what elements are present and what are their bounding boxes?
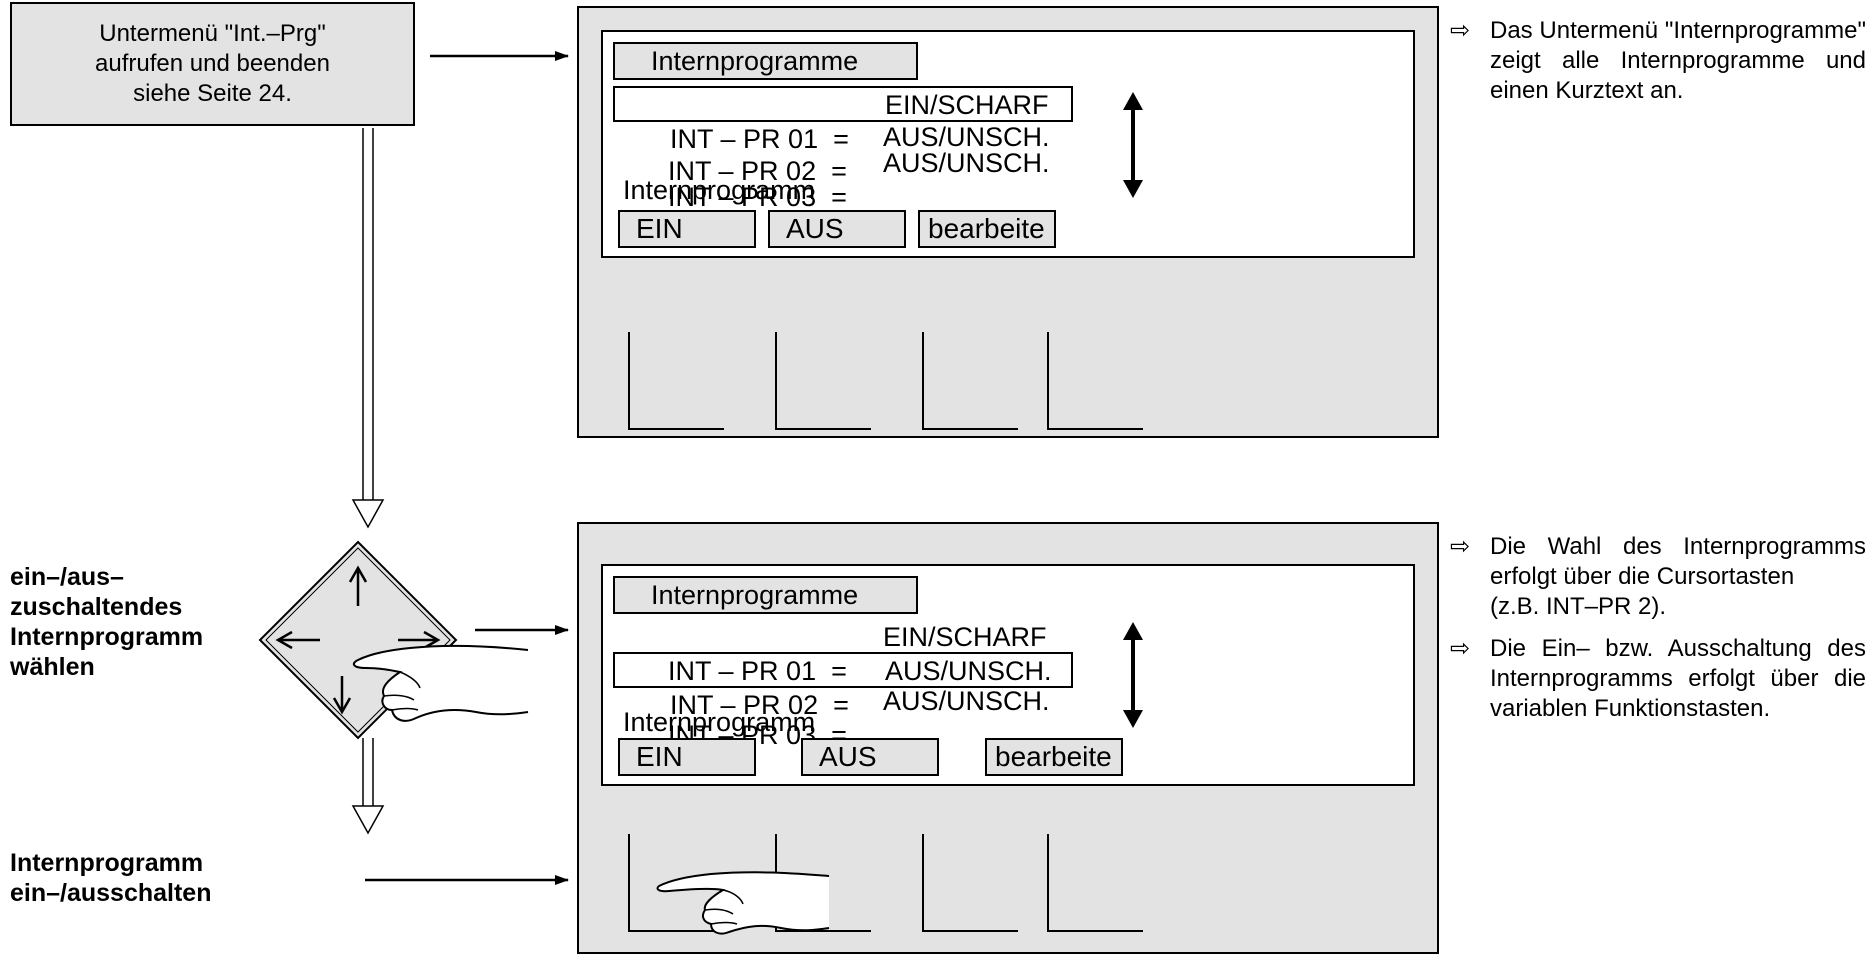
step-line-1: Untermenü "Int.–Prg"	[99, 20, 326, 47]
note-text: Die Wahl des Internprogramms erfolgt übe…	[1490, 533, 1866, 590]
pointing-hand-icon	[656, 871, 830, 935]
step-line-2: aufrufen und beenden	[95, 50, 330, 77]
scroll-up-down-icon	[1123, 92, 1143, 198]
control-panel-2: Internprogramme INT – PR 01 = EIN/SCHARF…	[577, 522, 1439, 954]
program-row-label: INT – PR 01 =	[668, 656, 847, 686]
program-row-value: AUS/UNSCH.	[883, 686, 1050, 716]
toggle-step-label: Internprogramm ein–/ausschalten	[10, 848, 211, 908]
program-row-value: EIN/SCHARF	[885, 90, 1049, 120]
function-key-3[interactable]	[922, 834, 1018, 932]
function-key-1[interactable]	[628, 332, 724, 430]
note-arrow-icon: ⇨	[1450, 533, 1471, 560]
function-key-2[interactable]	[775, 332, 871, 430]
function-key-4[interactable]	[1047, 332, 1143, 430]
program-row-value: AUS/UNSCH.	[883, 148, 1050, 178]
flow-down-arrow-2	[351, 738, 385, 835]
toggle-label-line-1: Internprogramm	[10, 849, 204, 877]
program-row-3[interactable]: INT – PR 03 = AUS/UNSCH.	[613, 146, 1073, 212]
program-row-2[interactable]: INT – PR 02 = AUS/UNSCH.	[613, 120, 1073, 186]
program-row-value: AUS/UNSCH.	[885, 656, 1052, 686]
pressing-hand-icon	[352, 644, 529, 722]
step-instruction-box: Untermenü "Int.–Prg" aufrufen und beende…	[10, 2, 415, 126]
program-row-label: INT – PR 02 =	[668, 156, 847, 186]
function-key-3[interactable]	[922, 332, 1018, 430]
softkey-ein[interactable]: EIN	[618, 210, 756, 248]
program-row-label: INT – PR 03 =	[668, 182, 847, 212]
display-screen-2: Internprogramme INT – PR 01 = EIN/SCHARF…	[601, 564, 1415, 786]
toggle-label-line-2: ein–/ausschalten	[10, 879, 212, 907]
program-row-label: INT – PR 02 =	[670, 690, 849, 720]
display-screen-1: Internprogramme INT – PR 01 = EIN/SCHARF…	[601, 30, 1415, 258]
arrow-right-icon	[398, 630, 441, 650]
control-panel-1: Internprogramme INT – PR 01 = EIN/SCHARF…	[577, 6, 1439, 438]
screen-footer-text: Internprogramm	[623, 707, 816, 737]
note-arrow-icon: ⇨	[1450, 635, 1471, 662]
note-selection: ⇨ Die Wahl des Internprogramms erfolgt üb…	[1450, 532, 1866, 724]
note-arrow-icon: ⇨	[1450, 17, 1471, 44]
note-submenu: ⇨ Das Untermenü "Internprogramme" zeigt a…	[1450, 16, 1866, 106]
softkey-bearbeite[interactable]: bearbeite	[918, 210, 1056, 248]
program-row-value: EIN/SCHARF	[883, 622, 1047, 652]
scroll-up-down-icon	[1123, 622, 1143, 728]
screen-title: Internprogramme	[613, 42, 918, 80]
select-label-line-3: Internprogramm	[10, 623, 204, 651]
program-row-1[interactable]: INT – PR 01 = EIN/SCHARF	[613, 620, 1073, 686]
softkey-aus[interactable]: AUS	[768, 210, 906, 248]
step-line-3: siehe Seite 24.	[133, 80, 292, 107]
select-label-line-4: wählen	[10, 653, 95, 681]
program-row-label: INT – PR 01 =	[670, 124, 849, 154]
note-text: Das Untermenü "Internprogramme" zeigt al…	[1490, 17, 1866, 104]
arrow-left-icon	[275, 630, 320, 650]
softkey-aus[interactable]: AUS	[801, 738, 939, 776]
softkey-bearbeite[interactable]: bearbeite	[985, 738, 1123, 776]
function-key-1[interactable]	[628, 834, 724, 932]
program-row-2[interactable]: INT – PR 02 = AUS/UNSCH.	[613, 652, 1073, 720]
arrow-down-icon	[332, 676, 352, 715]
select-label-line-1: ein–/aus–	[10, 563, 124, 591]
flow-down-arrow-1	[351, 128, 385, 529]
select-label-line-2: zuschaltendes	[10, 593, 183, 621]
function-key-4[interactable]	[1047, 834, 1143, 932]
screen-footer-text: Internprogramm	[623, 175, 816, 205]
note-text: Die Ein– bzw. Ausschaltung des Internpro…	[1490, 635, 1866, 722]
screen-title: Internprogramme	[613, 576, 918, 614]
select-step-label: ein–/aus– zuschaltendes Internprogramm w…	[10, 562, 203, 682]
program-row-value: AUS/UNSCH.	[883, 122, 1050, 152]
program-row-1[interactable]: INT – PR 01 = EIN/SCHARF	[613, 86, 1073, 154]
note-example: (z.B. INT–PR 2).	[1490, 593, 1667, 620]
softkey-ein[interactable]: EIN	[618, 738, 756, 776]
arrow-up-icon	[348, 565, 368, 606]
